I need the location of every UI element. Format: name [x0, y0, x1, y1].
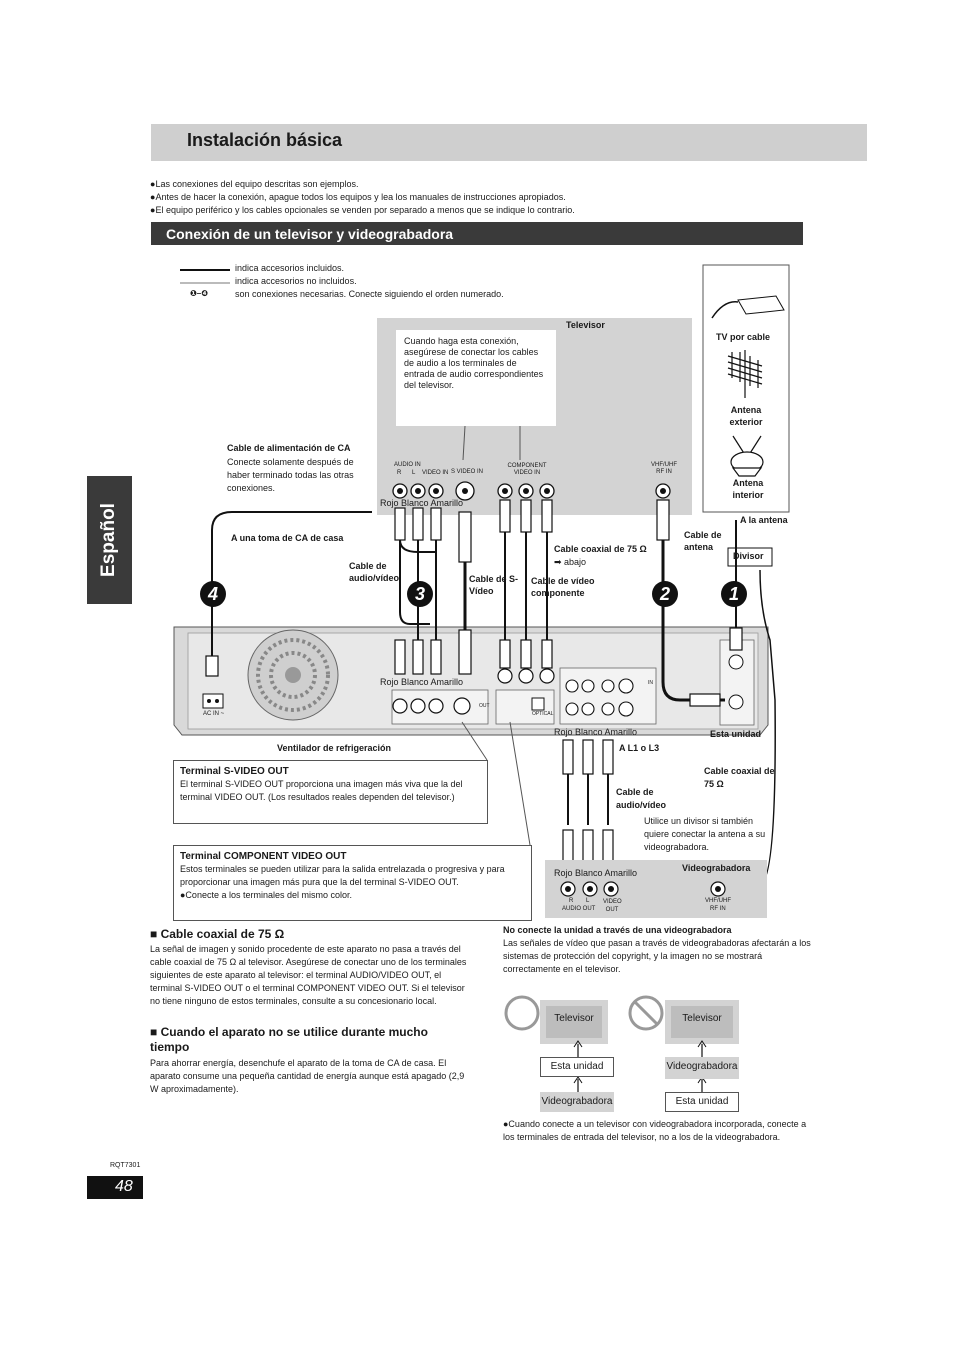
flow-good-tv: Televisor: [554, 1013, 594, 1024]
vcr-vhf-uhf: VHF/UHF: [705, 898, 731, 904]
svideo-callout: Terminal S-VIDEO OUT El terminal S-VIDEO…: [173, 760, 488, 824]
unused-section-text: Para ahorrar energía, desenchufe el apar…: [150, 1058, 465, 1094]
step-4-badge: 4: [200, 581, 226, 607]
av-cable-label: Cable de audio/vídeo: [349, 561, 400, 583]
component-callout-bullet: ●Conecte a los terminales del mismo colo…: [180, 890, 353, 900]
this-unit-label: Esta unidad: [710, 729, 762, 739]
tv-port-r: R: [397, 470, 402, 476]
coax-cable-label: Cable coaxial de 75 Ω: [554, 544, 647, 554]
tv-audio-in-label: AUDIO IN: [394, 462, 421, 468]
tv-svideo-in-label: S VIDEO IN: [451, 469, 484, 475]
vcr-colors-label: Rojo Blanco Amarillo: [554, 868, 638, 878]
vcr-port-l: L: [586, 898, 590, 904]
final-note: ●Cuando conecte a un televisor con video…: [503, 1119, 807, 1142]
ac-cable-title: Cable de alimentación de CA: [227, 443, 351, 453]
unit-colors-label: Rojo Blanco Amarillo: [380, 677, 464, 687]
component-callout: Terminal COMPONENT VIDEO OUT Estos termi…: [173, 845, 532, 921]
step-2-badge: 2: [652, 581, 678, 607]
intro-bullet-list: ●Las conexiones del equipo descritas son…: [150, 178, 850, 217]
title-bar: [151, 124, 867, 161]
step-1-badge: 1: [721, 581, 747, 607]
outdoor-antenna-label: Antena exterior: [729, 405, 763, 427]
splitter-note: Utilice un divisor si también quiere con…: [644, 816, 766, 852]
l1-l3-label: A L1 o L3: [619, 743, 660, 753]
indoor-antenna-label: Antena interior: [732, 478, 764, 500]
intro-bullet: ●Antes de hacer la conexión, apague todo…: [150, 192, 566, 202]
tv-rf-in-label: VHF/UHF RF IN: [651, 462, 677, 475]
tv-colors-label: Rojo Blanco Amarillo: [380, 498, 464, 508]
legend-order: son conexiones necesarias. Conecte sigui…: [235, 289, 504, 299]
in-label: IN: [648, 680, 653, 686]
component-callout-text: Estos terminales se pueden utilizar para…: [180, 864, 505, 887]
av-cable-2-label: Cable de audio/vídeo: [616, 787, 667, 810]
vcr-cable-colors-label: Rojo Blanco Amarillo: [554, 727, 638, 737]
document-code: RQT7301: [110, 1162, 141, 1169]
legend-order-symbol: ❶–❹: [190, 289, 208, 298]
antenna-cable-label: Cable de antena: [684, 530, 722, 552]
tv-label: Televisor: [566, 320, 605, 330]
legend-not-included: indica accesorios no incluidos.: [235, 276, 357, 286]
ac-cable-text: Conecte solamente después de haber termi…: [227, 457, 354, 493]
unused-section-title: ■ Cuando el aparato no se utilice durant…: [150, 1025, 428, 1054]
flow-good-vcr: Videograbadora: [541, 1096, 613, 1107]
to-antenna-label: A la antena: [740, 515, 788, 525]
optical-label: OPTICAL: [532, 711, 554, 717]
tv-video-in-label: VIDEO IN: [422, 470, 449, 476]
page-title: Instalación básica: [187, 130, 343, 150]
section-title: Conexión de un televisor y videograbador…: [166, 226, 454, 242]
coax-section-text: La señal de imagen y sonido procedente d…: [150, 944, 467, 1006]
flow-bad-tv: Televisor: [682, 1013, 722, 1024]
section-bar: [151, 222, 803, 245]
vcr-rf-in: RF IN: [710, 906, 726, 912]
svideo-cable-label: Cable de S-Vídeo: [469, 574, 519, 596]
vcr-audio-out: AUDIO OUT: [562, 906, 596, 912]
svideo-callout-title: Terminal S-VIDEO OUT: [180, 766, 289, 777]
vcr-video-out: VIDEO OUT: [603, 899, 622, 913]
page-number-box: [87, 1176, 143, 1199]
flow-good-unit: Esta unidad: [540, 1057, 614, 1077]
tv-port-l: L: [412, 470, 416, 476]
language-tab: [87, 476, 132, 604]
svideo-callout-text: El terminal S-VIDEO OUT proporciona una …: [180, 779, 463, 802]
coax-section-title: ■ Cable coaxial de 75 Ω: [150, 927, 285, 941]
splitter-label: Divisor: [733, 551, 764, 561]
flow-bad-unit: Esta unidad: [665, 1092, 739, 1112]
flow-bad-vcr: Videograbadora: [666, 1061, 738, 1072]
tv-component-in-label: COMPONENT VIDEO IN: [507, 463, 547, 476]
cable-tv-label: TV por cable: [716, 332, 771, 342]
component-cable-label: Cable de vídeo componente: [531, 576, 595, 598]
intro-bullet: ●El equipo periférico y los cables opcio…: [150, 205, 575, 215]
out-label: OUT: [479, 703, 490, 709]
cooling-fan-label: Ventilador de refrigeración: [277, 743, 392, 753]
ac-in-label: AC IN ~: [203, 711, 225, 717]
legend-included: indica accesorios incluidos.: [235, 263, 345, 273]
page-number: 48: [115, 1178, 133, 1195]
coax-75-label: Cable coaxial de 75 Ω: [704, 766, 775, 789]
vcr-port-r: R: [569, 898, 574, 904]
ac-outlet-label: A una toma de CA de casa: [231, 533, 344, 543]
coax-below-ref: ➡ abajo: [554, 557, 587, 567]
vcr-section-title: No conecte la unidad a través de una vid…: [503, 925, 732, 935]
flow-diagrams: [504, 995, 739, 1112]
intro-bullet: ●Las conexiones del equipo descritas son…: [150, 179, 359, 189]
tv-note: Cuando haga esta conexión, asegúrese de …: [396, 330, 556, 426]
vcr-label: Videograbadora: [682, 863, 751, 873]
step-3-badge: 3: [407, 581, 433, 607]
component-callout-title: Terminal COMPONENT VIDEO OUT: [180, 851, 347, 862]
vcr-section-text: Las señales de vídeo que pasan a través …: [503, 938, 811, 974]
legend-lines: [180, 269, 230, 284]
